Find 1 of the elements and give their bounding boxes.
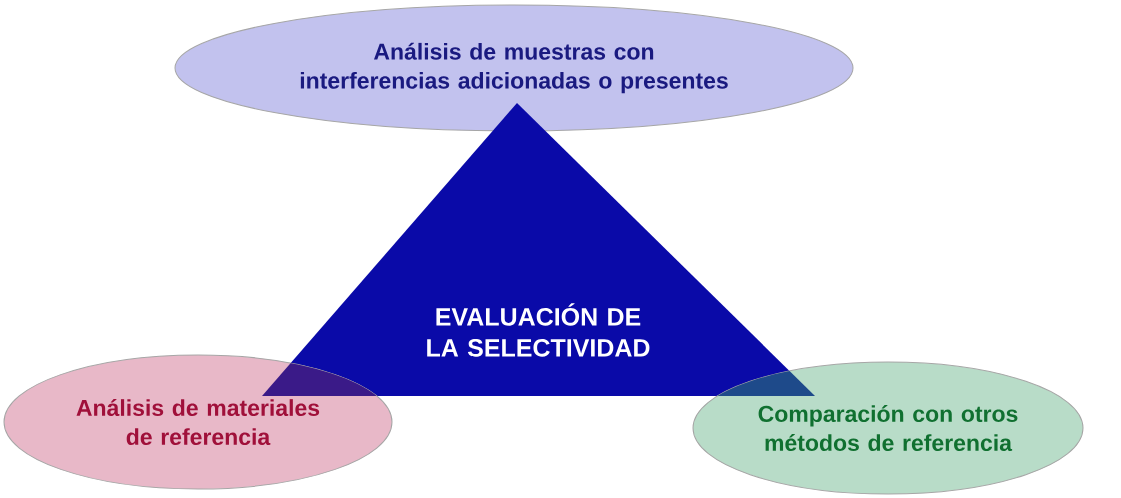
triangle: EVALUACIÓN DE LA SELECTIVIDAD [262, 103, 815, 396]
